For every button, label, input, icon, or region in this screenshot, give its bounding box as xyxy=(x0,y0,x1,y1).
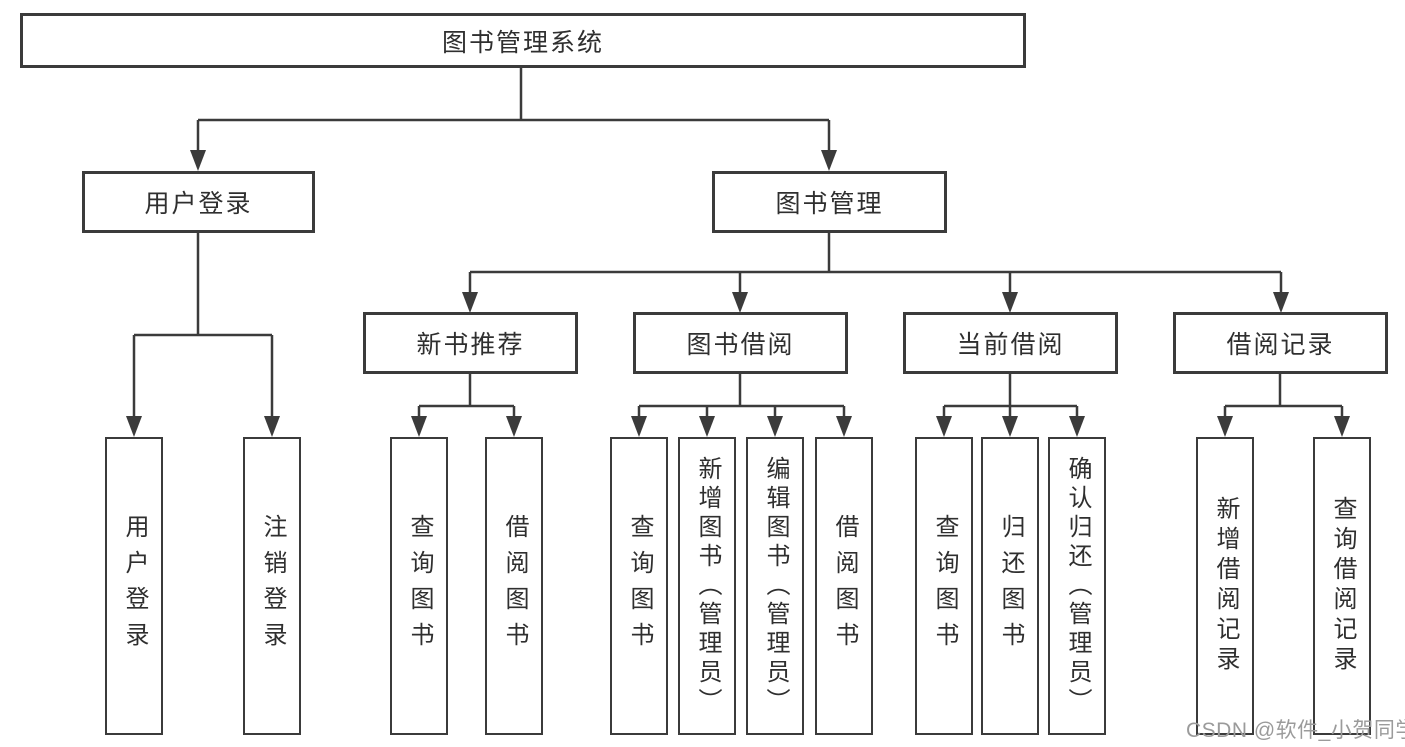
arrow-down-icon xyxy=(767,416,783,437)
node-book-management: 图书管理 xyxy=(712,171,947,233)
node-leaf-user-login: 用户登录 xyxy=(105,437,163,735)
arrow-down-icon xyxy=(836,416,852,437)
node-label: 用户登录 xyxy=(121,514,148,658)
arrow-down-icon xyxy=(190,150,206,171)
node-borrow-records: 借阅记录 xyxy=(1173,312,1388,374)
arrow-down-icon xyxy=(732,292,748,313)
arrow-down-icon xyxy=(1002,292,1018,313)
node-root: 图书管理系统 xyxy=(20,13,1026,68)
node-label: 新书推荐 xyxy=(416,331,525,359)
node-label: 查询借阅记录 xyxy=(1329,496,1356,676)
node-book-borrow: 图书借阅 xyxy=(633,312,848,374)
node-leaf-query-book-current: 查询图书 xyxy=(915,437,973,735)
node-leaf-add-book-admin: 新增图书（管理员） xyxy=(678,437,736,735)
arrow-down-icon xyxy=(411,416,427,437)
node-user-login: 用户登录 xyxy=(82,171,315,233)
node-label: 确认归还（管理员） xyxy=(1064,455,1091,717)
arrow-down-icon xyxy=(1002,416,1018,437)
arrow-down-icon xyxy=(699,416,715,437)
node-leaf-return-book: 归还图书 xyxy=(981,437,1039,735)
arrow-down-icon xyxy=(821,150,837,171)
node-new-book-recommend: 新书推荐 xyxy=(363,312,578,374)
node-label: 图书借阅 xyxy=(686,331,795,359)
arrow-down-icon xyxy=(631,416,647,437)
node-label: 借阅记录 xyxy=(1226,331,1335,359)
node-label: 图书管理系统 xyxy=(441,28,604,57)
node-label: 新增借阅记录 xyxy=(1212,496,1239,676)
node-leaf-query-book-recommend: 查询图书 xyxy=(390,437,448,735)
node-leaf-query-borrow-record: 查询借阅记录 xyxy=(1313,437,1371,735)
node-label: 查询图书 xyxy=(626,514,653,658)
node-label: 借阅图书 xyxy=(831,514,858,658)
node-label: 归还图书 xyxy=(997,514,1024,658)
arrow-down-icon xyxy=(1217,416,1233,437)
node-label: 查询图书 xyxy=(406,514,433,658)
node-label: 借阅图书 xyxy=(501,514,528,658)
arrow-down-icon xyxy=(506,416,522,437)
node-leaf-confirm-return-admin: 确认归还（管理员） xyxy=(1048,437,1106,735)
node-label: 新增图书（管理员） xyxy=(694,455,721,717)
node-label: 图书管理 xyxy=(775,190,884,218)
node-label: 查询图书 xyxy=(931,514,958,658)
arrow-down-icon xyxy=(264,416,280,437)
arrow-down-icon xyxy=(462,292,478,313)
arrow-down-icon xyxy=(1334,416,1350,437)
node-leaf-edit-book-admin: 编辑图书（管理员） xyxy=(746,437,804,735)
node-current-borrow: 当前借阅 xyxy=(903,312,1118,374)
node-label: 编辑图书（管理员） xyxy=(762,455,789,717)
node-label: 当前借阅 xyxy=(956,331,1065,359)
node-leaf-logout: 注销登录 xyxy=(243,437,301,735)
node-leaf-borrow-book-recommend: 借阅图书 xyxy=(485,437,543,735)
arrow-down-icon xyxy=(126,416,142,437)
node-leaf-borrow-book-borrow: 借阅图书 xyxy=(815,437,873,735)
node-label: 注销登录 xyxy=(259,514,286,658)
node-leaf-query-book-borrow: 查询图书 xyxy=(610,437,668,735)
node-leaf-add-borrow-record: 新增借阅记录 xyxy=(1196,437,1254,735)
watermark: CSDN @软件_小贺同学 xyxy=(1186,719,1405,742)
arrow-down-icon xyxy=(1069,416,1085,437)
arrow-down-icon xyxy=(1273,292,1289,313)
arrow-down-icon xyxy=(936,416,952,437)
node-label: 用户登录 xyxy=(144,190,253,218)
